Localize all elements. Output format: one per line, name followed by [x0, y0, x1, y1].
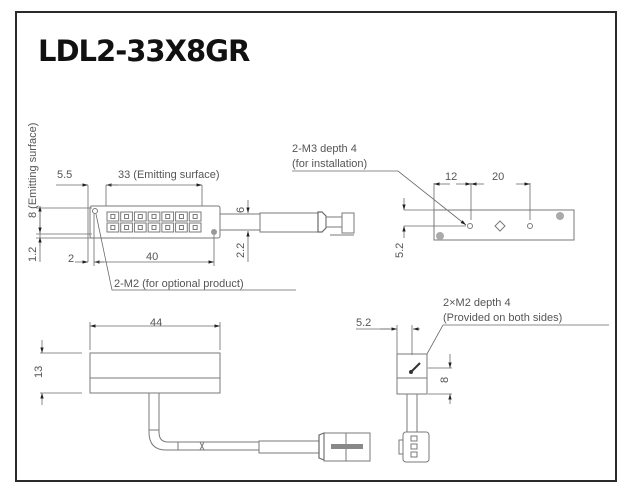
hole-m3-2: [527, 223, 533, 229]
label-5-5: 5.5: [57, 169, 72, 181]
led-chip: [192, 225, 198, 230]
product-title: LDL2-33X8GR: [38, 34, 250, 68]
led-cell: [133, 222, 147, 233]
label-m3-line2: (for installation): [292, 158, 367, 170]
light-body-bottom: [89, 352, 221, 394]
label-8: 8: [439, 377, 451, 383]
hole-center: [494, 220, 506, 232]
led-cell: [175, 222, 188, 233]
label-44: 44: [150, 317, 162, 329]
cable-bottom: [258, 440, 320, 454]
drawing-frame: [15, 11, 617, 482]
label-offset-1-2: 1.2: [27, 247, 39, 262]
led-chip: [165, 214, 171, 219]
led-cell: [106, 222, 120, 233]
led-chip: [124, 225, 130, 230]
leader-m2: [95, 213, 296, 291]
side-body: [396, 353, 428, 395]
led-chip: [178, 225, 184, 230]
led-cell: [120, 222, 133, 233]
label-side-note-2: (Provided on both sides): [443, 312, 562, 324]
led-chip: [110, 214, 116, 219]
cable-bend-inner: [158, 393, 248, 443]
label-2-2: 2.2: [235, 243, 247, 258]
led-chip: [178, 214, 184, 219]
led-chip: [151, 214, 157, 219]
mount-hole-right: [211, 229, 217, 235]
hole-m3-1: [467, 223, 473, 229]
led-cell: [188, 211, 202, 222]
connector: [341, 212, 355, 234]
led-chip: [124, 214, 130, 219]
rivet-left: [436, 232, 444, 240]
connector-collar: [317, 211, 327, 233]
bottom-view: 44 13: [33, 317, 371, 462]
top-view: 2-M3 depth 4 (for installation) 12 20 5.…: [292, 143, 575, 258]
led-chip: [165, 225, 171, 230]
led-cell: [147, 222, 161, 233]
led-cell: [188, 222, 202, 233]
front-view: 8 (Emitting surface) 1.2 5.5 33 (Emittin…: [27, 123, 355, 291]
label-12: 12: [445, 171, 457, 183]
label-2: 2: [68, 253, 74, 265]
led-cell: [106, 211, 120, 222]
led-array: [106, 211, 202, 233]
label-emitting-height: 8 (Emitting surface): [27, 123, 39, 218]
label-13: 13: [33, 366, 45, 378]
label-20: 20: [492, 171, 504, 183]
led-chip: [110, 225, 116, 230]
side-screw: [411, 362, 421, 372]
leader-side: [426, 324, 609, 355]
mount-hole-left: [92, 208, 98, 214]
label-side-note-1: 2×M2 depth 4: [443, 297, 511, 309]
led-cell: [133, 211, 147, 222]
mounting-plate: [433, 209, 575, 241]
led-chip: [151, 225, 157, 230]
leader-m3: [292, 170, 467, 226]
cable-bend-outer: [148, 393, 248, 451]
label-6: 6: [235, 207, 247, 213]
led-cell: [175, 211, 188, 222]
label-emitting-width: 33 (Emitting surface): [118, 169, 219, 181]
cable: [259, 212, 319, 233]
label-m3-line1: 2-M3 depth 4: [292, 143, 357, 155]
label-5-2-right: 5.2: [394, 243, 406, 258]
light-body: [89, 205, 221, 239]
side-view: 5.2 2×M2 depth 4 (Provided on both sides…: [356, 297, 609, 463]
label-5-2-side: 5.2: [356, 317, 371, 329]
led-chip: [192, 214, 198, 219]
led-chip: [137, 214, 143, 219]
led-cell: [120, 211, 133, 222]
connector-latch: [331, 444, 363, 449]
label-40: 40: [146, 251, 158, 263]
led-cell: [147, 211, 161, 222]
led-cell: [161, 211, 175, 222]
led-cell: [161, 222, 175, 233]
rivet-right: [556, 212, 564, 220]
led-chip: [137, 225, 143, 230]
label-m2-note: 2-M2 (for optional product): [114, 278, 244, 290]
